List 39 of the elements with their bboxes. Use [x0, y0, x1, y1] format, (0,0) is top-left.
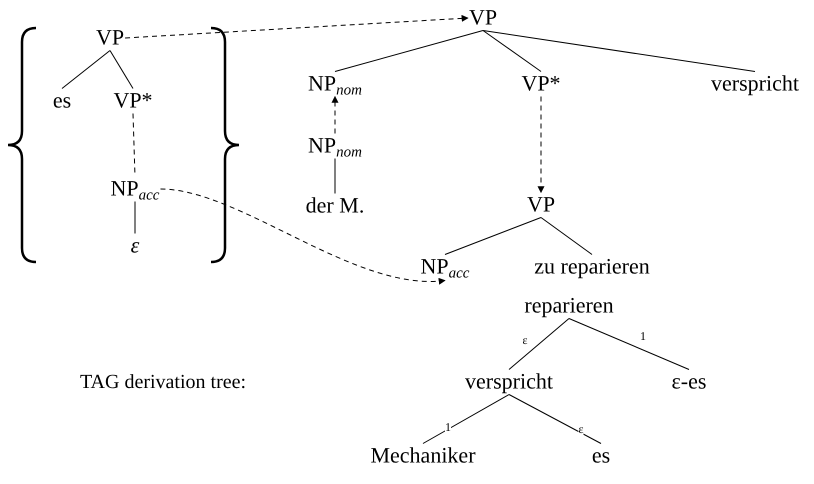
tree-node-label: es: [590, 444, 612, 468]
tree-branch-line: [444, 217, 542, 255]
tree-branch-line: [334, 158, 336, 194]
tree-node-label: VP: [526, 192, 556, 218]
tree-branch-line: [110, 50, 134, 89]
tree-node-label: Mechaniker: [369, 444, 477, 468]
tree-caption: TAG derivation tree:: [80, 371, 246, 393]
tree-node-label: VP*: [520, 72, 562, 96]
tree-node-label: NP$_{acc}$: [110, 176, 160, 202]
tree-node-label: der M.: [304, 194, 366, 218]
tree-node-label: verspricht: [710, 72, 800, 96]
tree-node-label: es: [52, 88, 72, 114]
tree-branch-line: [568, 318, 690, 370]
tree-branch-line: [62, 50, 110, 89]
tree-node-label: verspricht: [464, 370, 554, 394]
tree-node-label: reparieren: [523, 294, 615, 318]
tree-branch-line: [508, 318, 570, 370]
tree-branch-line: [482, 30, 756, 72]
arrow: [160, 188, 446, 284]
tree-node-label: VP: [468, 6, 498, 30]
tree-node-label: NP$_{nom}$: [307, 72, 363, 96]
arrow: [332, 96, 338, 134]
tree-branch-line: [540, 217, 592, 255]
tree-node-label: ε: [130, 234, 140, 258]
tree-node-label: ε-es: [670, 370, 708, 394]
tree-branch-line: [482, 30, 542, 72]
tree-node-label: NP$_{nom}$: [307, 134, 363, 158]
tree-branch-line: [508, 394, 602, 444]
tree-branch-line: [134, 201, 136, 234]
arrow: [538, 96, 544, 194]
tree-node-label: VP*: [112, 88, 154, 114]
arrow: [124, 14, 469, 38]
tree-branch-line: [334, 30, 484, 72]
tree-node-label: NP$_{acc}$: [420, 254, 470, 280]
edge-label: 1: [445, 421, 451, 433]
tree-branch-line: [422, 394, 510, 444]
tree-node-label: zu reparieren: [533, 254, 651, 280]
edge-label: 1: [640, 330, 646, 342]
tree-node-label: VP: [94, 26, 126, 50]
